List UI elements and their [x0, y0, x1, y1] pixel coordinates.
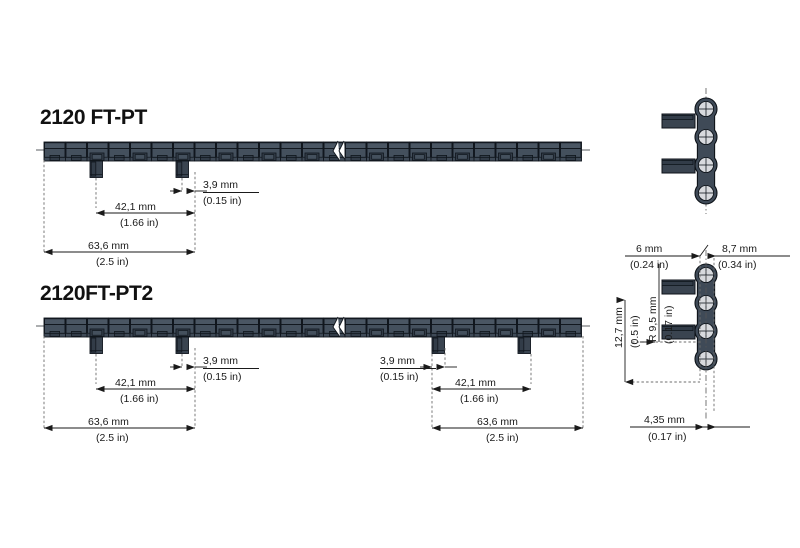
sv-dim-right-offset: 8,7 mm (0.34 in) [707, 243, 788, 271]
drawing-1-break-symbol [332, 140, 347, 162]
drawing-2-dim-pitch-right: 42,1 mm (1.66 in) [431, 377, 531, 405]
sv-height-in: (0.5 in) [629, 315, 641, 348]
sv-dim-bottom: 4,35 mm (0.17 in) [630, 414, 750, 443]
side-view-bottom-group: 6 mm (0.24 in) 8,7 mm (0.34 in) 12,7 mm … [613, 243, 790, 443]
drawing-1-chain-right [344, 141, 590, 162]
dim-total-left-in: (2.5 in) [96, 432, 129, 444]
sv-bottom-in: (0.17 in) [648, 431, 687, 443]
sv-radius-in: (0.17 in) [663, 305, 675, 344]
sv-height-mm: 12,7 mm [613, 307, 625, 348]
drawing-2-title: 2120FT-PT2 [40, 282, 153, 305]
dim-gap-left-mm: 3,9 mm [203, 355, 238, 367]
dim-total-in: (2.5 in) [96, 256, 129, 268]
dim-total-left-mm: 63,6 mm [88, 416, 129, 428]
sv-dim-height: 12,7 mm (0.5 in) [613, 296, 641, 386]
drawing-1-chain-left [36, 141, 346, 178]
drawing-1-dim-gap: 3,9 mm (0.15 in) [170, 179, 259, 207]
sv-left-offset-mm: 6 mm [636, 243, 663, 255]
drawing-2-group: 2120FT-PT2 [36, 282, 590, 444]
dim-total-right-in: (2.5 in) [486, 432, 519, 444]
side-view-top-group [661, 88, 718, 214]
dim-pitch-left-mm: 42,1 mm [115, 377, 156, 389]
dim-gap-left-in: (0.15 in) [203, 371, 242, 383]
sv-radius-mm: R 9,5 mm [647, 296, 659, 342]
sv-left-offset-in: (0.24 in) [630, 259, 669, 271]
drawing-2-chain-right [344, 317, 590, 354]
drawing-2-dim-gap-right: 3,9 mm (0.15 in) [380, 355, 457, 383]
drawing-2-dim-gap-left: 3,9 mm (0.15 in) [170, 355, 259, 383]
drawing-2-chain-left [36, 317, 346, 354]
drawing-2-dim-total-left: 63,6 mm (2.5 in) [43, 416, 195, 444]
drawing-1-group: 2120 FT-PT [36, 106, 590, 268]
dim-pitch-mm: 42,1 mm [115, 201, 156, 213]
dim-pitch-in: (1.66 in) [120, 217, 159, 229]
sv-bottom-mm: 4,35 mm [644, 414, 685, 426]
dim-gap-mm: 3,9 mm [203, 179, 238, 191]
dim-gap-in: (0.15 in) [203, 195, 242, 207]
drawing-1-title: 2120 FT-PT [40, 106, 147, 129]
sv-right-offset-mm: 8,7 mm [722, 243, 757, 255]
dim-pitch-right-in: (1.66 in) [460, 393, 499, 405]
drawing-2-break-symbol [332, 316, 347, 338]
dim-gap-right-mm: 3,9 mm [380, 355, 415, 367]
dim-pitch-left-in: (1.66 in) [120, 393, 159, 405]
drawing-2-dim-pitch-left: 42,1 mm (1.66 in) [95, 377, 195, 405]
drawing-2-dim-total-right: 63,6 mm (2.5 in) [431, 416, 583, 444]
sv-right-offset-in: (0.34 in) [718, 259, 757, 271]
drawing-1-dim-total: 63,6 mm (2.5 in) [43, 240, 195, 268]
drawing-1-dim-pitch: 42,1 mm (1.66 in) [95, 201, 195, 229]
sv-dim-left-offset: 6 mm (0.24 in) [630, 243, 700, 271]
dim-gap-right-in: (0.15 in) [380, 371, 419, 383]
dim-total-right-mm: 63,6 mm [477, 416, 518, 428]
sv-dim-radius: R 9,5 mm (0.17 in) [640, 264, 675, 346]
dim-pitch-right-mm: 42,1 mm [455, 377, 496, 389]
dim-total-mm: 63,6 mm [88, 240, 129, 252]
